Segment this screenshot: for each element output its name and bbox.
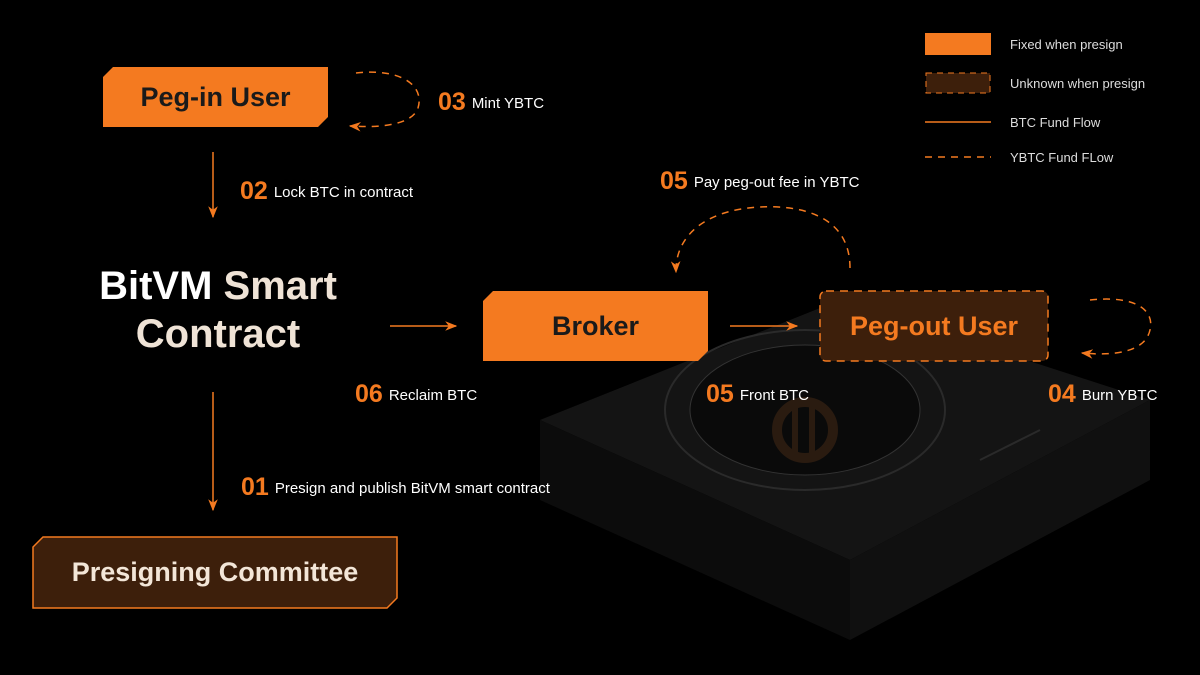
bitcoin-cube-illustration [540,300,1150,640]
legend-btc-label: BTC Fund Flow [1010,115,1101,130]
contract-title-bitvm: BitVM [99,264,213,308]
committee-node: Presigning Committee [71,557,359,587]
committee-box-shape [32,536,398,609]
legend-ybtc-label: YBTC Fund FLow [1010,150,1114,165]
broker-node: Broker [551,310,640,341]
mint-ybtc-arrow [348,71,420,132]
legend-unknown-label: Unknown when presign [1010,76,1146,91]
contract-title-line1: BitVM Smart [70,262,366,310]
pay-fee-arrow [670,206,851,274]
bitcoin-icon [772,397,838,463]
legend-unknown-swatch [925,72,991,94]
broker-box-shape [483,291,708,361]
burn-ybtc-arrow [1080,298,1152,359]
contract-title-smart: Smart [223,264,337,308]
pegout-user-node: Peg-out User [849,310,1019,341]
pegout-user-box-shape [819,290,1049,362]
bitvm-contract-node: BitVM Smart Contract [70,262,366,358]
contract-title-contract: Contract [135,312,301,356]
pegin-user-box-shape [103,67,328,127]
pegin-user-node: Peg-in User [140,81,291,112]
legend-fixed-label: Fixed when presign [1010,37,1123,52]
legend-fixed-swatch [925,33,991,55]
